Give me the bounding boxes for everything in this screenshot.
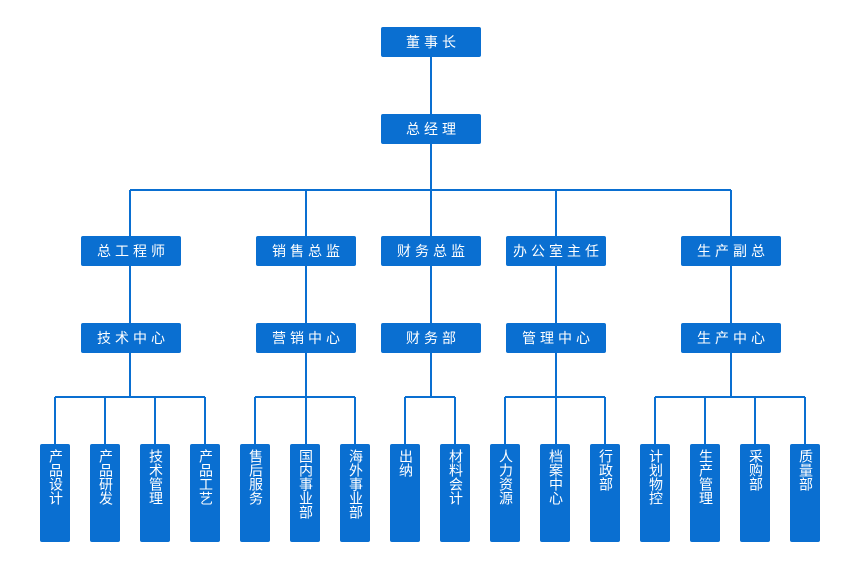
unit-label: 行政部 xyxy=(597,449,613,491)
unit-node: 海外事业部 xyxy=(340,444,370,542)
center-label: 生产中心 xyxy=(697,331,769,347)
unit-node: 产品研发 xyxy=(90,444,120,542)
chairman-node: 董事长 xyxy=(381,27,481,57)
general-manager-label: 总经理 xyxy=(406,122,460,138)
center-label: 财务部 xyxy=(406,331,460,347)
unit-label: 海外事业部 xyxy=(347,449,363,519)
center-label: 技术中心 xyxy=(97,331,169,347)
unit-node: 出纳 xyxy=(390,444,420,542)
center-node-marketing: 营销中心 xyxy=(256,323,356,353)
unit-label: 档案中心 xyxy=(547,449,563,505)
unit-node: 材料会计 xyxy=(440,444,470,542)
unit-node: 人力资源 xyxy=(490,444,520,542)
head-label: 总工程师 xyxy=(97,244,169,260)
unit-label: 售后服务 xyxy=(247,449,263,505)
unit-label: 采购部 xyxy=(747,449,763,491)
center-node-management: 管理中心 xyxy=(506,323,606,353)
head-node-chief-engineer: 总工程师 xyxy=(81,236,181,266)
unit-label: 产品研发 xyxy=(97,449,113,505)
unit-node: 生产管理 xyxy=(690,444,720,542)
head-node-office-director: 办公室主任 xyxy=(506,236,606,266)
unit-node: 产品工艺 xyxy=(190,444,220,542)
unit-label: 计划物控 xyxy=(647,449,663,505)
head-label: 销售总监 xyxy=(272,244,344,260)
unit-label: 出纳 xyxy=(397,449,413,477)
center-label: 营销中心 xyxy=(272,331,344,347)
unit-node: 采购部 xyxy=(740,444,770,542)
chairman-label: 董事长 xyxy=(406,35,460,51)
unit-label: 人力资源 xyxy=(497,449,513,505)
unit-label: 技术管理 xyxy=(147,449,163,505)
head-node-production-vp: 生产副总 xyxy=(681,236,781,266)
center-node-production: 生产中心 xyxy=(681,323,781,353)
head-label: 办公室主任 xyxy=(513,244,603,260)
unit-node: 档案中心 xyxy=(540,444,570,542)
head-node-finance-director: 财务总监 xyxy=(381,236,481,266)
unit-node: 技术管理 xyxy=(140,444,170,542)
center-label: 管理中心 xyxy=(522,331,594,347)
unit-node: 售后服务 xyxy=(240,444,270,542)
center-node-finance: 财务部 xyxy=(381,323,481,353)
head-label: 生产副总 xyxy=(697,244,769,260)
unit-label: 质量部 xyxy=(797,449,813,491)
unit-label: 生产管理 xyxy=(697,449,713,505)
unit-label: 产品工艺 xyxy=(197,449,213,505)
unit-label: 产品设计 xyxy=(47,449,63,505)
unit-node: 国内事业部 xyxy=(290,444,320,542)
head-label: 财务总监 xyxy=(397,244,469,260)
unit-node: 质量部 xyxy=(790,444,820,542)
unit-node: 行政部 xyxy=(590,444,620,542)
unit-node: 计划物控 xyxy=(640,444,670,542)
head-node-sales-director: 销售总监 xyxy=(256,236,356,266)
unit-label: 国内事业部 xyxy=(297,449,313,519)
unit-node: 产品设计 xyxy=(40,444,70,542)
center-node-technology: 技术中心 xyxy=(81,323,181,353)
general-manager-node: 总经理 xyxy=(381,114,481,144)
unit-label: 材料会计 xyxy=(447,449,463,505)
